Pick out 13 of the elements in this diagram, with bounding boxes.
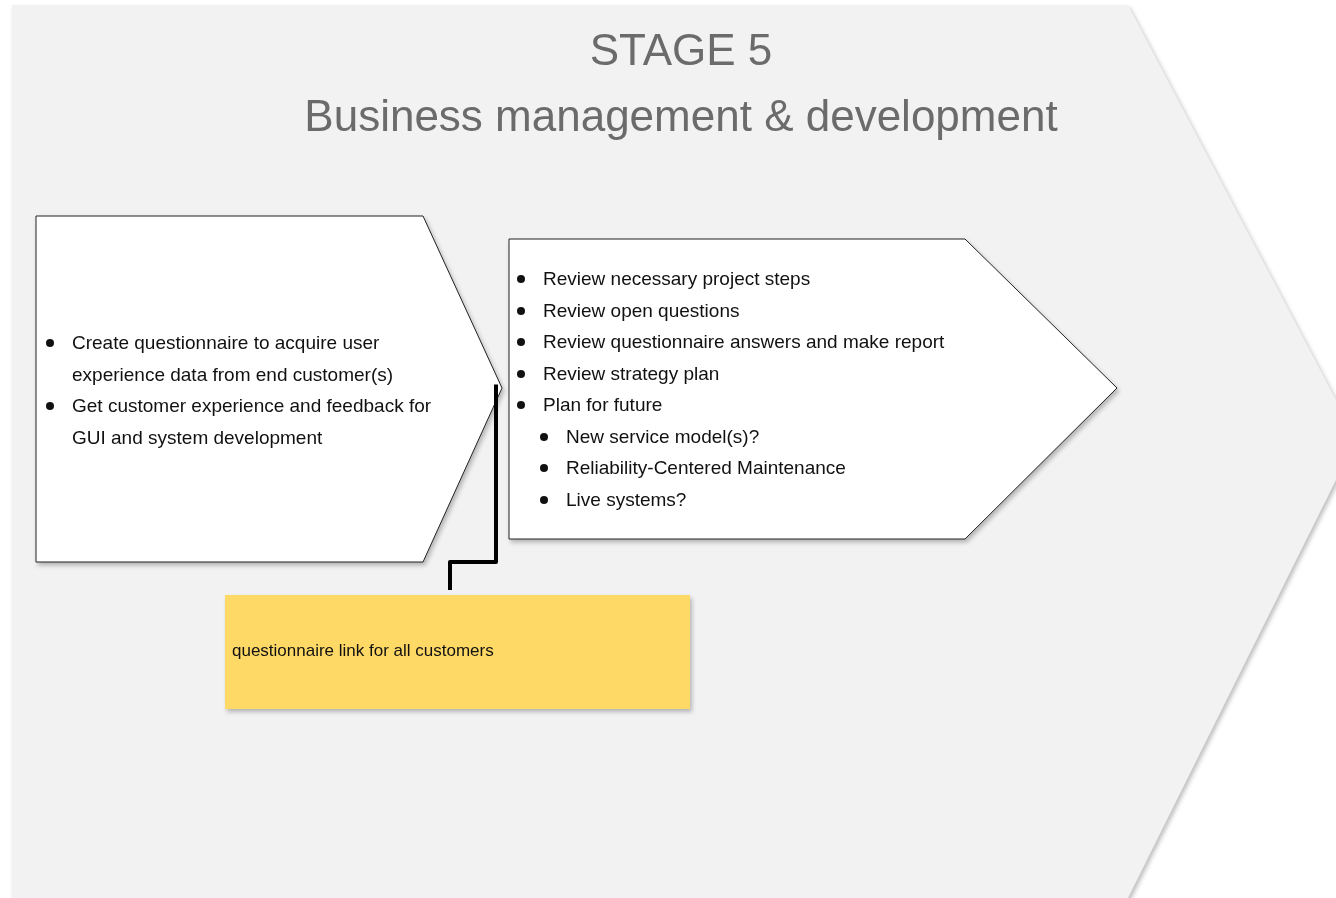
stage-heading: STAGE 5 [588, 25, 774, 75]
bullet-text: Live systems? [566, 488, 687, 510]
bullet-text: Create questionnaire to acquire user experience data from end customer(s) [72, 332, 394, 385]
bullet-text: Reliability-Centered Maintenance [566, 457, 846, 478]
bullet-text: Plan for future [543, 394, 663, 415]
bullet-text: New service model(s)? [566, 425, 760, 447]
bullet-text: Review strategy plan [543, 362, 720, 384]
stage-heading: Business management & development [303, 91, 1059, 141]
bullet-text: Review questionnaire answers and make report [543, 331, 945, 352]
bullet-text: Review open questions [543, 299, 740, 321]
bullet-text: Get customer experience and feedback for GUI and system development [72, 395, 432, 448]
note-text: questionnaire link for all customers [232, 641, 494, 661]
bullet-text: Review necessary project steps [543, 268, 811, 289]
